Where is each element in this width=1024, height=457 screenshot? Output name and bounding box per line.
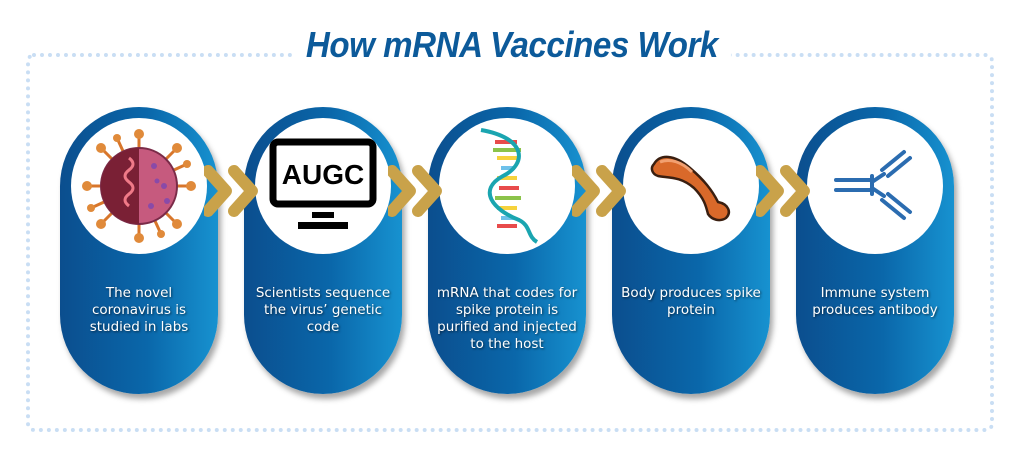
chevron-arrow-icon: [388, 165, 442, 217]
chevron-arrow-icon: [756, 165, 810, 217]
step-4-card: Body produces spike protein: [612, 107, 770, 394]
step-2-text: Scientists sequence the virus’ genetic c…: [255, 285, 391, 335]
antibody-icon: [834, 150, 912, 220]
step-4-icon-circle: [623, 118, 759, 254]
step-3-text: mRNA that codes for spike protein is pur…: [436, 285, 578, 352]
step-4-text: Body produces spike protein: [621, 285, 761, 318]
spike-protein-icon: [650, 155, 730, 222]
step-1-text: The novel coronavirus is studied in labs: [89, 285, 189, 335]
step-1-card: The novel coronavirus is studied in labs: [60, 107, 218, 394]
step-1-icon-circle: [71, 118, 207, 254]
step-5-icon-circle: [807, 118, 943, 254]
step-2-card: AUGC Scientists sequence the virus’ gene…: [244, 107, 402, 394]
mrna-strand-icon: [480, 128, 539, 244]
coronavirus-icon: [82, 129, 196, 243]
step-5-card: Immune system produces antibody: [796, 107, 954, 394]
step-3-card: mRNA that codes for spike protein is pur…: [428, 107, 586, 394]
computer-monitor-icon: AUGC: [269, 138, 377, 229]
step-2-icon-circle: AUGC: [255, 118, 391, 254]
chevron-arrow-icon: [204, 165, 258, 217]
step-5-text: Immune system produces antibody: [812, 285, 938, 318]
title-container: How mRNA Vaccines Work: [0, 24, 1024, 66]
step-3-icon-circle: [439, 118, 575, 254]
monitor-screen-text: AUGC: [282, 159, 364, 190]
chevron-arrow-icon: [572, 165, 626, 217]
page-title: How mRNA Vaccines Work: [293, 24, 731, 66]
